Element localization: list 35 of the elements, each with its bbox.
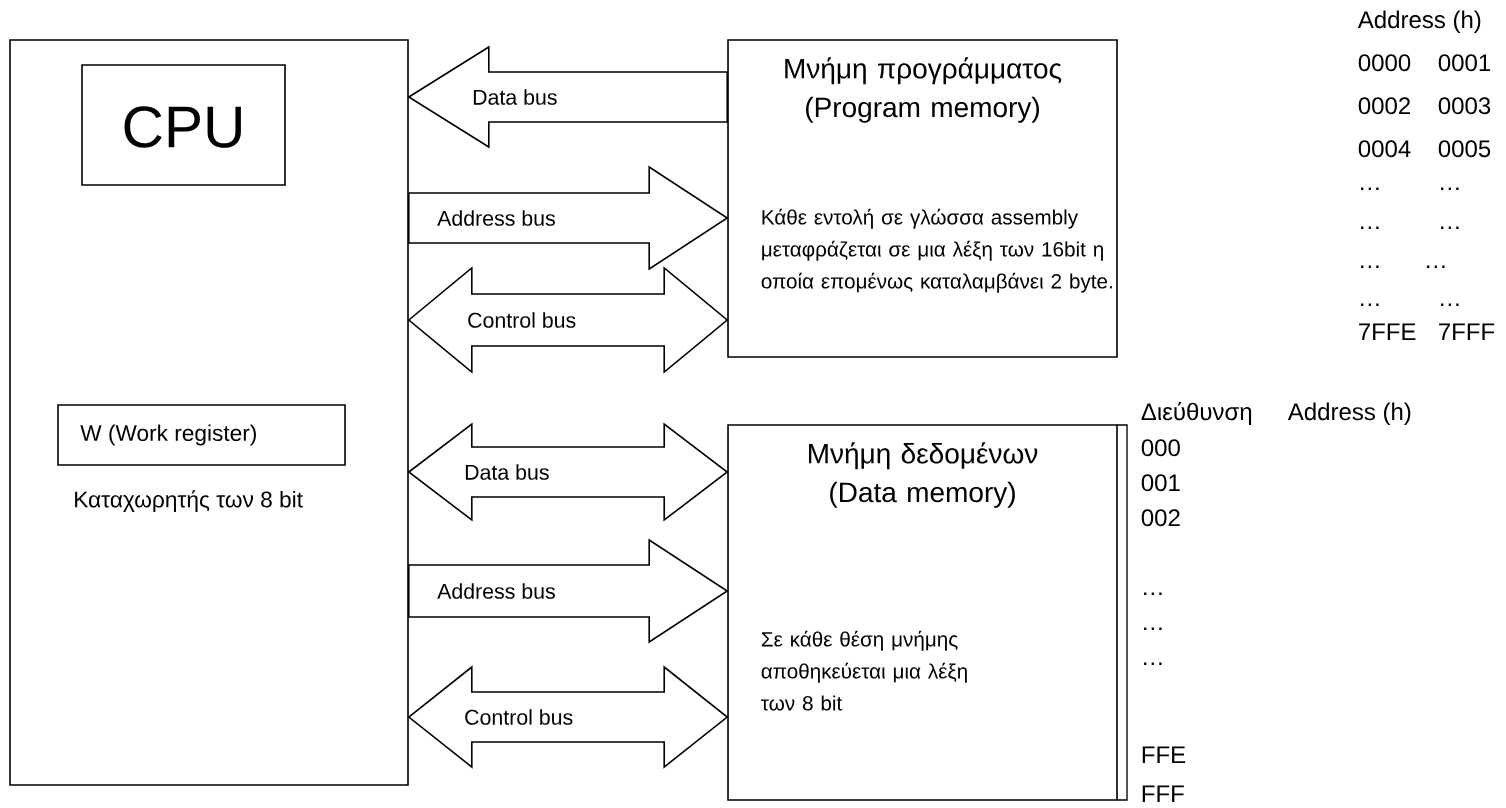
bus-arrow [408, 538, 729, 644]
address-value: … [1361, 226, 1379, 229]
address-value: FFE [1142, 746, 1186, 763]
address-value: … [1361, 265, 1379, 268]
address-value: 0003 [1438, 97, 1491, 115]
column-heading: Address (h) [1357, 10, 1481, 33]
address-value: 7FFE [1359, 323, 1416, 340]
address-value: … [1441, 303, 1459, 306]
address-value: … [1144, 627, 1162, 630]
column-heading: Address (h) [1287, 402, 1411, 425]
bus-arrow [408, 165, 729, 271]
address-value: … [1441, 187, 1459, 190]
address-value: 000 [1141, 439, 1180, 457]
memory-box: Μνήμη προγράμματος (Program memory) Κάθε εντολή σε γλώσσα assembly μεταφράζεται σε μια λέξη των 16bit η οποία επομένως καταλαμβάνει 2 byte. [727, 39, 1118, 358]
address-value: 0004 [1358, 140, 1411, 158]
register-caption: Καταχωρητής των 8 bit [75, 490, 303, 513]
cpu-box [9, 39, 409, 786]
address-value: … [1361, 187, 1379, 190]
column-heading: Διεύθυνση [1141, 401, 1252, 425]
address-value: 0002 [1358, 97, 1410, 115]
address-value: 002 [1141, 509, 1180, 527]
address-value: … [1144, 662, 1162, 665]
address-value: 7FFF [1439, 323, 1495, 340]
address-value: … [1427, 265, 1445, 268]
address-value: … [1144, 592, 1162, 595]
register-box: W (Work register) [57, 404, 346, 466]
address-value: 001 [1141, 474, 1180, 492]
address-value: 0001 [1438, 54, 1490, 72]
address-value: 0005 [1438, 140, 1491, 158]
address-value: … [1441, 226, 1459, 229]
address-value: FFF [1142, 785, 1184, 802]
memory-box: Μνήμη δεδομένων (Data memory) Σε κάθε θέση μνήμης αποθηκεύεται μια λέξη των 8 bit [727, 424, 1118, 801]
address-value: 0000 [1358, 54, 1411, 72]
address-value: … [1361, 303, 1379, 306]
cpu-label-box: CPU [81, 64, 286, 186]
